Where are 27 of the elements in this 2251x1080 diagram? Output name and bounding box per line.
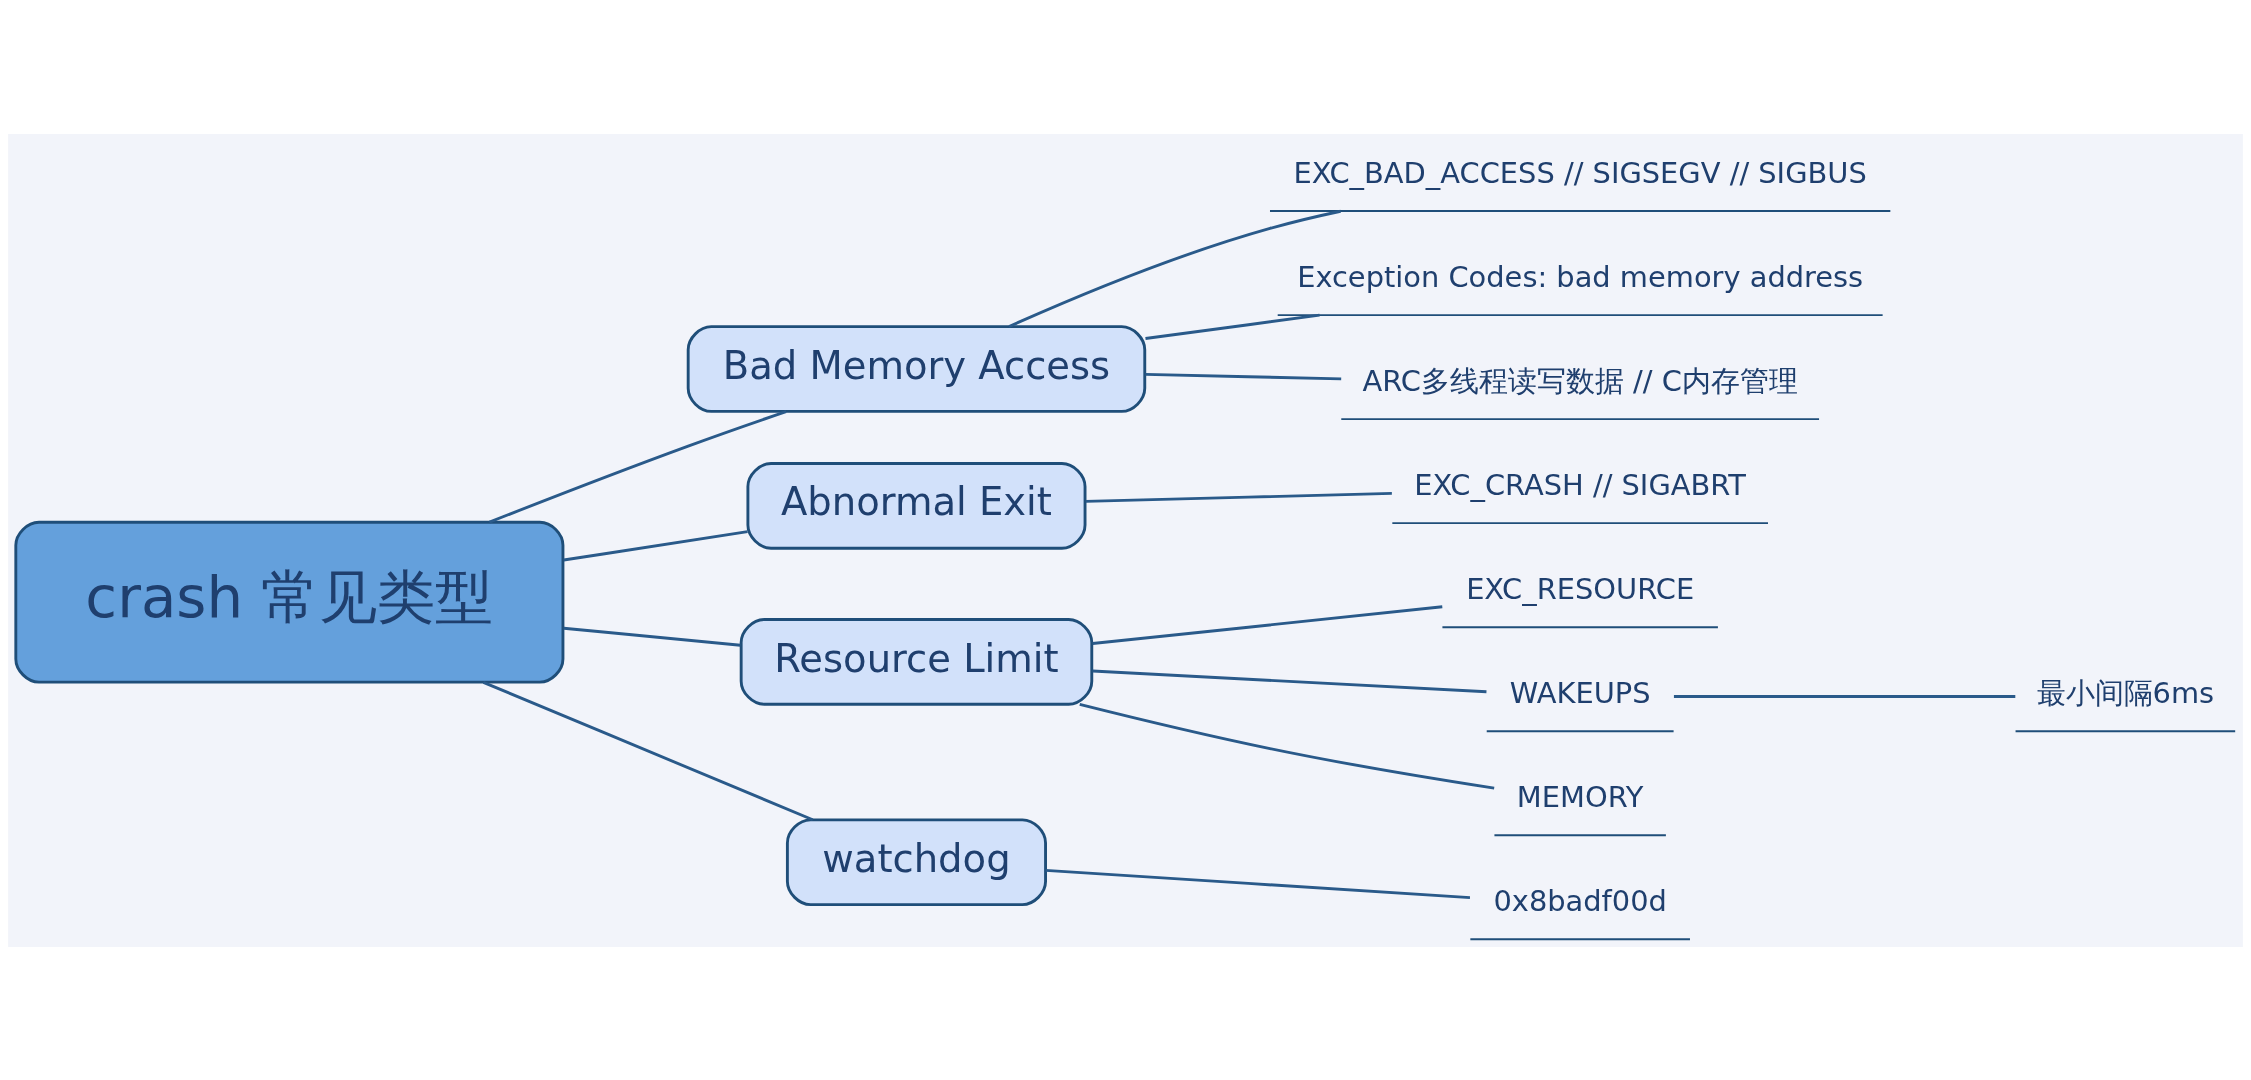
node-box: Abnormal Exit <box>746 461 1087 550</box>
connector <box>1092 669 1487 693</box>
connector <box>1673 694 2016 698</box>
connector <box>1145 372 1342 380</box>
node-text: MEMORY <box>1516 779 1644 814</box>
connector <box>1008 209 1341 328</box>
node-text: 最小间隔6ms <box>2036 675 2215 710</box>
connector <box>563 626 741 647</box>
connector <box>1045 868 1471 899</box>
node-box: watchdog <box>785 817 1047 906</box>
connector <box>1145 313 1320 340</box>
node-box: Bad Memory Access <box>686 324 1147 413</box>
node-text: EXC_CRASH // SIGABRT <box>1414 467 1746 502</box>
connector <box>563 529 748 561</box>
node-text: Exception Codes: bad memory address <box>1297 259 1864 294</box>
connector <box>488 409 787 523</box>
connector <box>1092 604 1443 645</box>
node-text: WAKEUPS <box>1509 675 1651 710</box>
node-box: crash 常见类型 <box>14 520 565 684</box>
node-text: EXC_BAD_ACCESS // SIGSEGV // SIGBUS <box>1293 155 1867 190</box>
connector <box>1079 702 1495 790</box>
node-text: ARC多线程读写数据 // C内存管理 <box>1362 363 1798 398</box>
node-box: Resource Limit <box>739 617 1094 706</box>
node-text: 0x8badf00d <box>1493 883 1667 918</box>
connector <box>482 680 814 821</box>
connector <box>1085 491 1392 503</box>
node-text: EXC_RESOURCE <box>1466 571 1695 606</box>
